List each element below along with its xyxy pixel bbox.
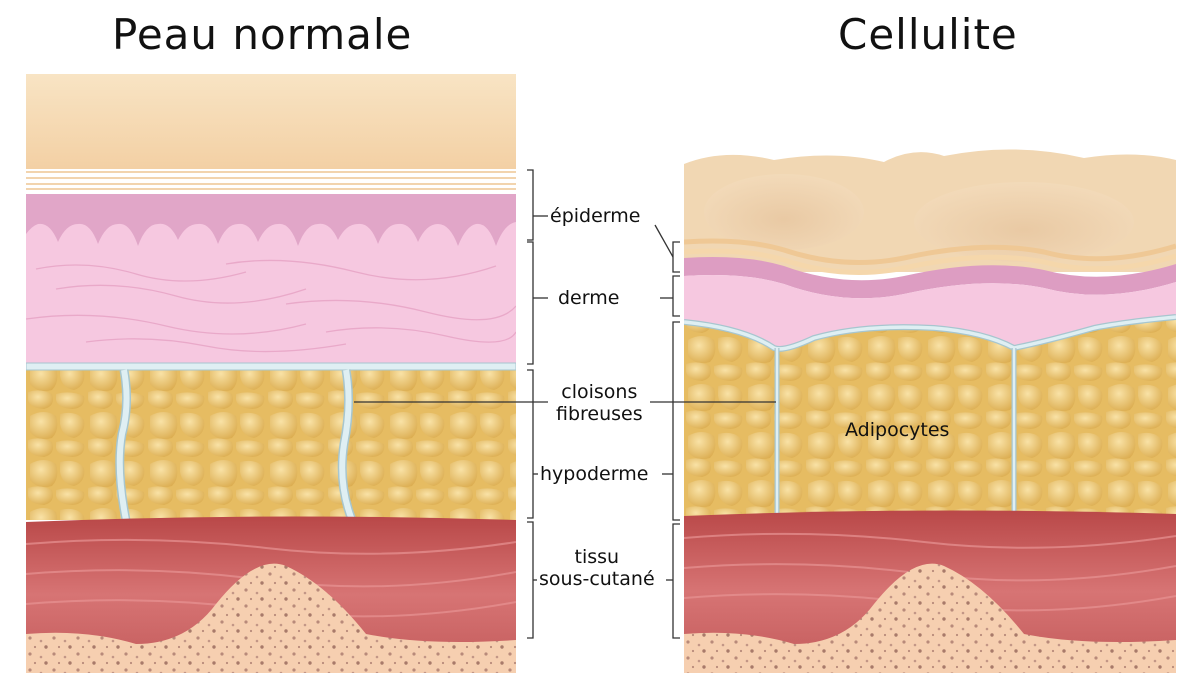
title-cellulite: Cellulite [838,10,1018,59]
cellulite-illustration [684,142,1176,673]
label-adipocytes: Adipocytes [843,419,951,441]
label-septa-line1: cloisons [556,381,643,403]
bracket-subcutaneous-left [527,522,533,638]
bracket-epidermis-right [673,242,680,272]
label-dermis: derme [556,287,621,309]
bracket-dermis-right [673,276,680,316]
label-subcutaneous-line2: sous-cutané [539,568,655,590]
label-subcutaneous-line1: tissu [539,546,655,568]
title-normal-skin: Peau normale [112,10,412,59]
label-septa-line2: fibreuses [556,403,643,425]
bracket-subcutaneous-right [673,524,680,638]
bracket-epidermis-left [527,170,533,240]
label-subcutaneous: tissu sous-cutané [537,546,657,590]
normal-skin-illustration [26,74,516,673]
bracket-dermis-left [527,242,533,364]
label-hypodermis: hypoderme [538,463,650,485]
label-septa: cloisons fibreuses [554,381,645,425]
bracket-hypodermis-right [673,322,680,520]
bracket-hypodermis-left [527,370,533,518]
label-epidermis: épiderme [548,205,642,227]
